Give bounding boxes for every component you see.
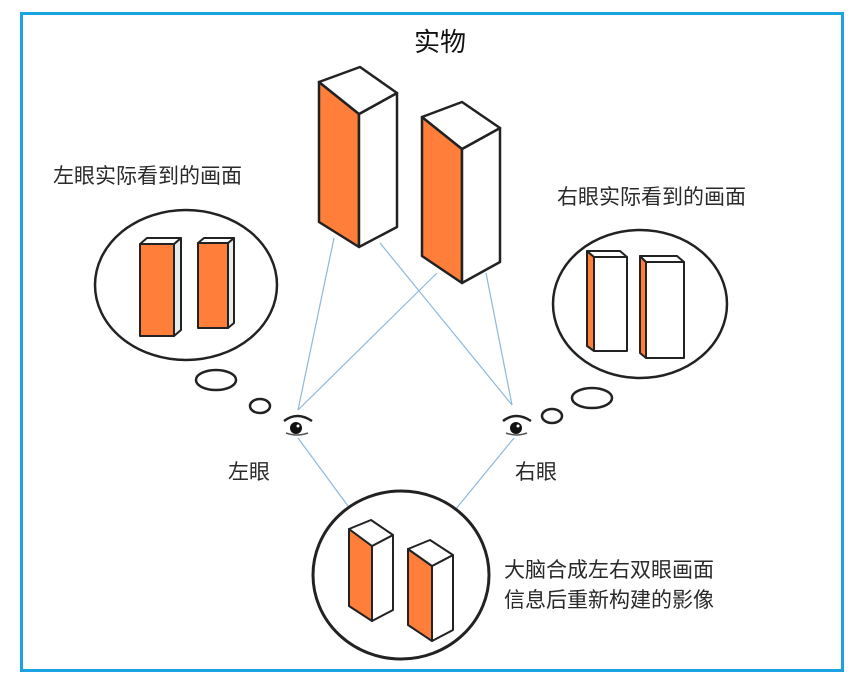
left-view-block-2-front (197, 242, 229, 329)
thought-bubble-left (93, 208, 279, 415)
eye-icon-left (283, 414, 313, 436)
right-eye-lid (505, 432, 528, 436)
bubble-left-main (93, 208, 279, 362)
left-eye-pupil (290, 422, 302, 434)
sight-line-right-eye-block1 (379, 242, 513, 406)
right-eye-label: 右眼 (515, 460, 557, 484)
brain-block-2-side (431, 554, 454, 642)
left-view-block-1-top (139, 237, 182, 245)
brain-block-1-top (348, 519, 394, 547)
sight-line-left-eye-block1 (297, 237, 335, 411)
left-view-block-1 (139, 237, 182, 337)
sight-line-right-eye-brain (454, 437, 515, 511)
block-1-side-face (357, 91, 399, 249)
bubble-right-dot-small (540, 407, 564, 425)
left-view-block-2-side (227, 237, 235, 329)
right-view-block-1-top (586, 250, 628, 258)
left-eye-glint (296, 424, 300, 428)
brain-caption-line-2: 信息后重新构建的影像 (504, 588, 714, 612)
block-2-top-face (420, 100, 502, 151)
brain-caption: 大脑合成左右双眼画面 信息后重新构建的影像 (504, 555, 714, 615)
left-view-block-1-front (139, 243, 175, 337)
eye-icon-right (502, 414, 532, 436)
right-view-block-2-top (639, 255, 685, 263)
right-eye-glint (516, 424, 520, 428)
right-view-block-1-front (593, 256, 628, 352)
thought-bubble-right (540, 228, 729, 425)
diagram-title: 实物 (414, 28, 467, 58)
right-view-block-1 (586, 250, 628, 352)
left-view-caption: 左眼实际看到的画面 (53, 164, 242, 188)
right-eyebrow (502, 414, 532, 423)
sight-line-left-eye-block2 (297, 272, 438, 411)
real-object-block-1 (317, 65, 399, 249)
bubble-left-dot-small (248, 397, 272, 415)
sight-line-right-eye-block2 (485, 272, 513, 406)
block-2-side-face (460, 126, 502, 285)
right-view-block-2 (639, 255, 685, 359)
brain-bubble (311, 489, 491, 661)
right-eye-pupil (510, 422, 522, 434)
brain-bubble-circle (311, 489, 491, 661)
left-view-block-1-side (173, 237, 182, 337)
bubble-left-dot-large (194, 368, 238, 392)
left-eyebrow (283, 414, 313, 423)
sight-lines (297, 237, 515, 511)
sight-line-left-eye-brain (297, 437, 349, 507)
brain-block-2-top (407, 539, 454, 567)
bubble-right-dot-large (570, 386, 614, 410)
right-view-block-2-front (645, 261, 685, 359)
brain-block-2 (407, 539, 454, 642)
left-view-block-2-top (197, 237, 235, 244)
brain-block-1 (348, 519, 394, 622)
left-eye-label: 左眼 (228, 460, 270, 484)
right-view-caption: 右眼实际看到的画面 (557, 185, 746, 209)
right-view-block-1-side (586, 250, 595, 352)
brain-block-1-side (371, 534, 394, 622)
brain-caption-line-1: 大脑合成左右双眼画面 (504, 558, 714, 582)
left-view-block-2 (197, 237, 235, 329)
block-1-top-face (317, 65, 399, 116)
real-object-block-2 (420, 100, 502, 285)
left-eye-lid (285, 432, 309, 436)
